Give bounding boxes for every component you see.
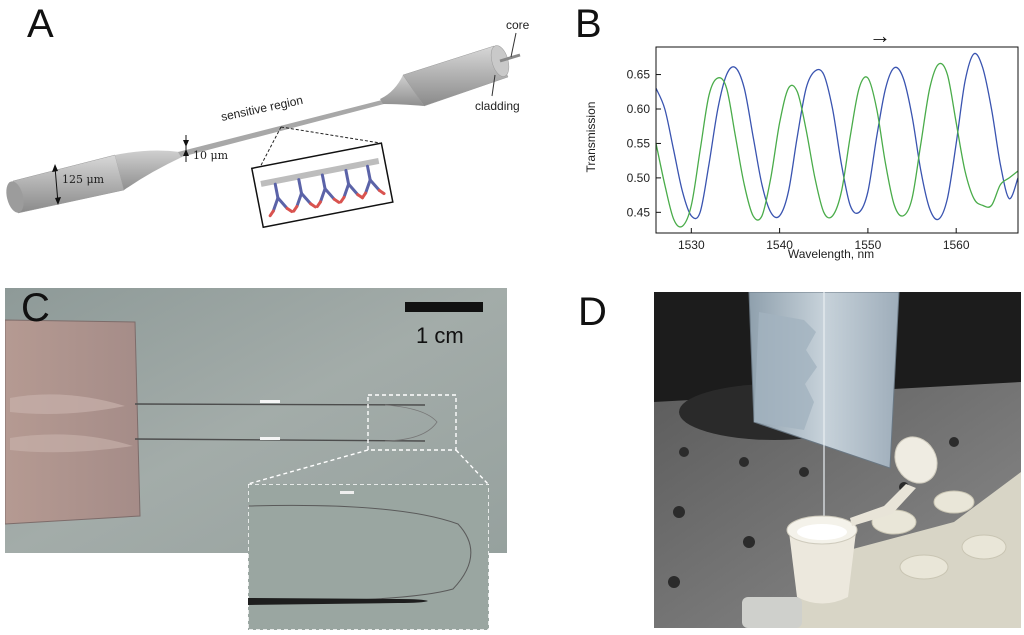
- right-fiber-body: [402, 45, 509, 107]
- zoom-region-box: [367, 394, 457, 451]
- left-fiber-end: [6, 181, 24, 213]
- y-tick-label: 0.55: [627, 136, 651, 150]
- panel-letter-a: A: [27, 2, 54, 46]
- panel-letter-b: B: [575, 2, 602, 46]
- scale-bar: [405, 302, 483, 312]
- fiber-loop: [384, 404, 438, 442]
- fiber-core: [499, 53, 521, 63]
- panel-letter-d: D: [578, 290, 607, 334]
- x-tick-label: 1540: [766, 238, 793, 252]
- setup-photo: [654, 292, 1021, 628]
- microtube-body: [789, 532, 856, 604]
- x-tick-label: 1530: [678, 238, 705, 252]
- microtube-cap: [894, 436, 938, 484]
- antibody-group: [268, 164, 386, 218]
- cladding-leader: [491, 74, 496, 97]
- y-axis-label: Transmission: [584, 102, 598, 173]
- zoom-line-left: [257, 126, 282, 172]
- taper-diameter-label: 10 μm: [193, 149, 229, 162]
- bottom-tube: [742, 597, 802, 628]
- fiber-diameter-arrow: [54, 166, 59, 204]
- fiber-diagram: core cladding sensitive region 10 μm 125…: [6, 18, 530, 229]
- microtube-liquid: [797, 524, 847, 540]
- inset-glint: [340, 491, 354, 494]
- sensitive-fiber: [178, 100, 384, 157]
- sensitive-region-label: sensitive region: [220, 93, 304, 124]
- series-line-blue: [655, 52, 1019, 221]
- core-leader: [510, 32, 517, 58]
- plot-frame: [655, 46, 1019, 234]
- zoom-line-right: [280, 126, 381, 144]
- scale-bar-label: 1 cm: [416, 323, 464, 348]
- fiber-upper: [134, 403, 426, 406]
- y-tick-label: 0.50: [627, 171, 651, 185]
- antibody-zoom-box: [250, 142, 394, 229]
- x-tick-label: 1560: [943, 238, 970, 252]
- x-tick-label: 1550: [855, 238, 882, 252]
- glint-lower: [260, 437, 280, 440]
- holder-streak-2: [10, 434, 133, 453]
- taper-arrow-head-bottom: [183, 149, 189, 156]
- fiber-arrow-head-bottom: [55, 197, 61, 205]
- zoom-line-c-right: [455, 449, 489, 485]
- fiber-arrow-head-top: [52, 164, 58, 172]
- inset-fiber-tip: [248, 598, 428, 605]
- fiber-holder: [5, 319, 141, 525]
- transmission-chart: Transmission Wavelength, nm 1530 1540 1550…: [584, 30, 1019, 261]
- microtube-hinge: [850, 484, 916, 526]
- cladding-label: cladding: [475, 99, 520, 113]
- fiber-diameter-label: 125 μm: [62, 173, 105, 186]
- holder-streak: [10, 394, 125, 414]
- y-tick-label: 0.60: [627, 102, 651, 116]
- core-label: core: [506, 18, 530, 32]
- slide-liquid: [754, 312, 817, 430]
- taper-arrow-head-top: [183, 140, 189, 147]
- y-tick-label: 0.45: [627, 205, 651, 219]
- x-axis-label: Wavelength, nm: [788, 247, 874, 261]
- panel-letter-c: C: [21, 286, 50, 330]
- left-taper: [115, 150, 182, 190]
- y-tick-label: 0.65: [627, 68, 651, 82]
- glint-upper: [260, 400, 280, 403]
- fiber-tip-inset: [248, 484, 489, 630]
- shift-arrow: →: [869, 30, 891, 48]
- tube-rack: [794, 472, 1021, 628]
- series-line-green: [655, 62, 1019, 228]
- right-taper: [380, 75, 424, 106]
